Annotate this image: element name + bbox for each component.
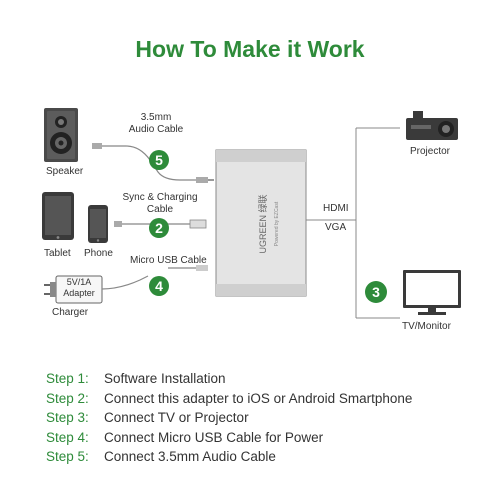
step-4-text: Connect Micro USB Cable for Power (104, 429, 324, 445)
step-1-text: Software Installation (104, 371, 226, 386)
badge-3: 3 (372, 284, 380, 300)
badge-2: 2 (155, 220, 163, 236)
step-3-text: Connect TV or Projector (104, 410, 249, 426)
powered-label: Powered by EZCast (274, 201, 280, 246)
step-row-2: Step 2: Connect this adapter to iOS or An… (46, 389, 412, 409)
speaker-label: Speaker (46, 166, 84, 177)
step-1-label: Step 1: (46, 371, 89, 386)
step-2-label: Step 2: (46, 390, 89, 406)
step-row-4: Step 4: Connect Micro USB Cable for Power (46, 428, 412, 448)
step-5-label: Step 5: (46, 449, 89, 465)
speaker-icon (44, 108, 78, 162)
charger-icon (44, 275, 103, 304)
connection-diagram: UGREEN 绿联 Powered by EZCast 5 2 4 3 (42, 108, 461, 319)
micro-usb-label: Micro USB Cable (130, 255, 207, 266)
page-title: How To Make it Work (135, 36, 365, 62)
hdmi-label: HDMI (323, 203, 349, 214)
badge-5: 5 (155, 152, 163, 168)
charger-label: Charger (52, 307, 89, 318)
step-row-1: Step 1: Software Installation (46, 369, 412, 389)
tv-label: TV/Monitor (402, 321, 451, 332)
badge-4: 4 (155, 278, 163, 294)
tablet-icon (42, 192, 74, 240)
brand-label: UGREEN 绿联 (257, 194, 268, 253)
audio-cable-label: 3.5mm Audio Cable (128, 112, 184, 135)
step-row-3: Step 3: Connect TV or Projector (46, 408, 412, 428)
sync-cable-label: Sync & Charging Cable (122, 192, 198, 215)
micro-usb-cable (101, 265, 208, 290)
step-badges: 5 2 4 3 (149, 150, 387, 303)
adapter-label: 5V/1A Adapter (63, 277, 95, 298)
tv-icon (403, 270, 461, 315)
step-2-text: Connect this adapter to iOS or Android S… (104, 390, 413, 406)
vga-label: VGA (325, 222, 347, 233)
step-3-label: Step 3: (46, 410, 89, 426)
phone-label: Phone (84, 248, 113, 259)
step-row-5: Step 5: Connect 3.5mm Audio Cable (46, 447, 412, 467)
output-lines (306, 127, 400, 319)
steps-list: Step 1: Software Installation Step 2: Conn… (46, 369, 412, 467)
tablet-label: Tablet (44, 248, 71, 259)
phone-icon (88, 205, 108, 243)
adapter-device: UGREEN 绿联 Powered by EZCast (215, 149, 307, 297)
projector-label: Projector (410, 146, 451, 157)
step-5-text: Connect 3.5mm Audio Cable (104, 449, 276, 465)
projector-icon (406, 111, 458, 140)
step-4-label: Step 4: (46, 429, 89, 445)
